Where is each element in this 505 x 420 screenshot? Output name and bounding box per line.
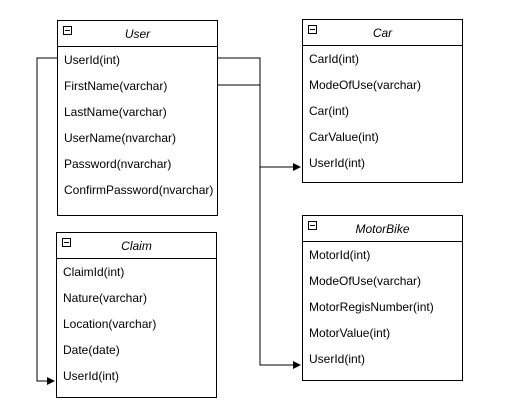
claim-entity-header: Claim [57, 233, 216, 259]
car-entity[interactable]: Car CarId(int) ModeOfUse(varchar) Car(in… [302, 19, 463, 183]
field-userid: UserId(int) [63, 369, 120, 383]
user-to-car-connector[interactable] [218, 57, 301, 171]
field-motorregisnumber: MotorRegisNumber(int) [309, 300, 434, 314]
claim-field-list: ClaimId(int) Nature(varchar) Location(va… [57, 259, 216, 389]
field-modeofuse: ModeOfUse(varchar) [309, 274, 422, 288]
field-date: Date(date) [63, 343, 120, 357]
field-carid: CarId(int) [309, 52, 360, 66]
field-password: Password(nvarchar) [64, 157, 172, 171]
field-modeofuse: ModeOfUse(varchar) [309, 78, 422, 92]
field-location: Location(varchar) [63, 317, 157, 331]
collapse-icon[interactable] [62, 238, 71, 247]
car-entity-header: Car [303, 20, 462, 46]
field-nature: Nature(varchar) [63, 291, 148, 305]
collapse-icon[interactable] [308, 221, 317, 230]
user-entity-header: User [58, 21, 217, 47]
entity-title: Claim [121, 238, 152, 253]
user-entity[interactable]: User UserId(int) FirstName(varchar) Last… [57, 20, 218, 216]
field-lastname: LastName(varchar) [64, 105, 167, 119]
field-firstname: FirstName(varchar) [64, 79, 168, 93]
field-userid: UserId(int) [309, 352, 366, 366]
entity-title: Car [372, 25, 393, 40]
entity-title: MotorBike [355, 221, 410, 236]
collapse-icon[interactable] [63, 26, 72, 35]
field-carvalue: CarValue(int) [309, 130, 379, 144]
motorbike-field-list: MotorId(int) ModeOfUse(varchar) MotorReg… [303, 242, 462, 372]
car-field-list: CarId(int) ModeOfUse(varchar) Car(int) C… [303, 46, 462, 176]
field-confirmpassword: ConfirmPassword(nvarchar) [64, 183, 214, 197]
claim-entity[interactable]: Claim ClaimId(int) Nature(varchar) Locat… [56, 232, 217, 398]
field-motorvalue: MotorValue(int) [309, 326, 391, 340]
field-motorid: MotorId(int) [309, 248, 371, 262]
motorbike-entity[interactable]: MotorBike MotorId(int) ModeOfUse(varchar… [302, 215, 463, 381]
user-to-motorbike-connector[interactable] [218, 84, 301, 369]
field-userid: UserId(int) [64, 53, 121, 67]
field-car: Car(int) [309, 104, 350, 118]
field-username: UserName(nvarchar) [64, 131, 177, 145]
user-field-list: UserId(int) FirstName(varchar) LastName(… [58, 47, 217, 203]
user-to-claim-connector[interactable] [36, 57, 57, 385]
collapse-icon[interactable] [308, 25, 317, 34]
motorbike-entity-header: MotorBike [303, 216, 462, 242]
field-claimid: ClaimId(int) [63, 265, 125, 279]
field-userid: UserId(int) [309, 156, 366, 170]
entity-title: User [124, 26, 151, 41]
